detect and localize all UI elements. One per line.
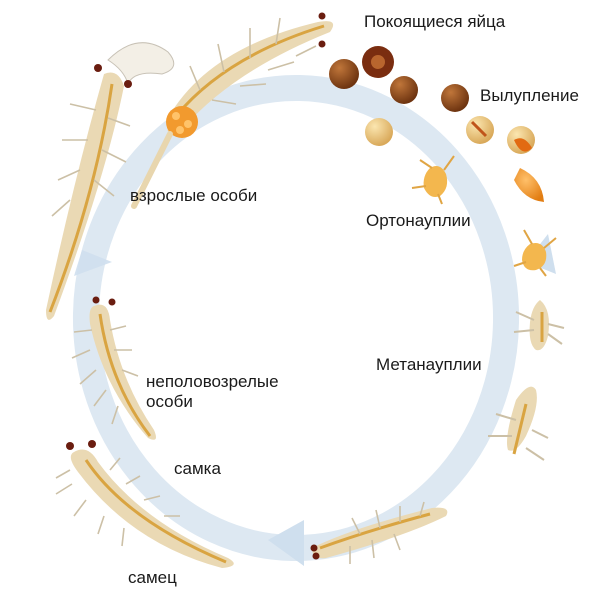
label-juveniles: неполовозрелые особи: [146, 372, 326, 412]
label-hatching: Вылупление: [480, 86, 579, 106]
label-orthonauplii: Ортонауплии: [366, 211, 471, 231]
label-female: самка: [174, 459, 221, 479]
label-metanauplii: Метанауплии: [376, 355, 482, 375]
orthonauplius: [412, 156, 454, 204]
metanauplius: [514, 300, 564, 350]
cycle-ring: [74, 88, 556, 566]
adult-male: [46, 43, 174, 320]
label-resting-eggs: Покоящиеся яйца: [364, 12, 505, 32]
label-adults: взрослые особи: [130, 186, 257, 206]
label-male: самец: [128, 568, 177, 588]
